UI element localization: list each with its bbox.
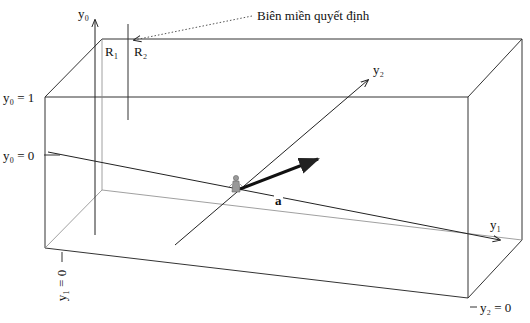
vector-arrow xyxy=(240,159,318,189)
observer-figure xyxy=(228,175,243,192)
box-edges xyxy=(45,39,522,298)
plane-label: y₀ = 1 xyxy=(2,90,35,105)
plane-label: y₂ = 0 xyxy=(479,300,512,315)
plane-label: y₀ = 0 xyxy=(2,148,35,163)
axis-label: y₂ xyxy=(372,62,385,77)
ticks xyxy=(44,155,477,307)
axes xyxy=(48,20,500,245)
vector-label: a xyxy=(274,193,283,208)
axis-label: y₁ xyxy=(489,217,502,232)
leader-line xyxy=(134,16,252,40)
region-label: R₁ xyxy=(104,44,119,59)
callout-label: Biên miền quyết định xyxy=(256,8,370,23)
region-label: R₂ xyxy=(133,44,148,59)
plane-label: y₁ = 0 xyxy=(55,268,70,301)
axis-label: y₀ xyxy=(77,6,90,21)
decision-boundary xyxy=(128,24,129,120)
